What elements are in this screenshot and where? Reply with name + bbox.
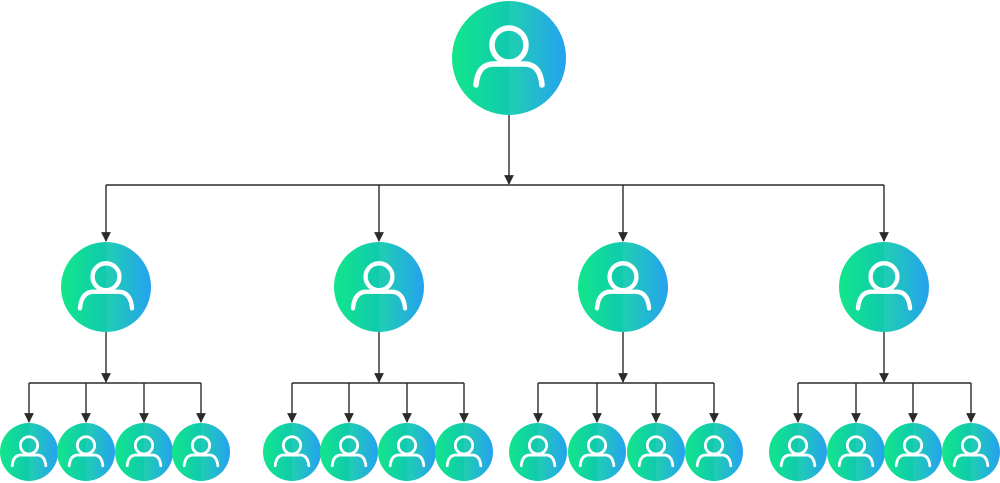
manager-node bbox=[578, 242, 668, 332]
node-shade bbox=[292, 423, 321, 481]
node-circle bbox=[263, 423, 321, 481]
node-shade bbox=[379, 242, 424, 332]
member-node bbox=[115, 423, 173, 481]
user-icon bbox=[125, 435, 163, 468]
node-circle bbox=[378, 423, 436, 481]
root-node bbox=[452, 1, 566, 115]
node-circle bbox=[942, 423, 1000, 481]
node-shade bbox=[464, 423, 493, 481]
node-shade bbox=[656, 423, 685, 481]
user-icon bbox=[594, 261, 652, 311]
user-icon bbox=[519, 435, 557, 468]
node-circle bbox=[578, 242, 668, 332]
member-node bbox=[627, 423, 685, 481]
user-icon bbox=[445, 435, 483, 468]
node-circle bbox=[839, 242, 929, 332]
user-icon bbox=[10, 435, 48, 468]
node-circle bbox=[568, 423, 626, 481]
manager-node bbox=[334, 242, 424, 332]
node-shade bbox=[623, 242, 668, 332]
user-icon bbox=[952, 435, 990, 468]
user-icon bbox=[779, 435, 817, 468]
node-shade bbox=[201, 423, 230, 481]
node-shade bbox=[597, 423, 626, 481]
user-icon bbox=[330, 435, 368, 468]
node-circle bbox=[509, 423, 567, 481]
member-node bbox=[320, 423, 378, 481]
user-icon bbox=[388, 435, 426, 468]
node-circle bbox=[320, 423, 378, 481]
user-icon bbox=[273, 435, 311, 468]
user-icon bbox=[77, 261, 135, 311]
node-shade bbox=[86, 423, 115, 481]
node-shade bbox=[798, 423, 827, 481]
member-node bbox=[0, 423, 58, 481]
user-icon bbox=[637, 435, 675, 468]
node-circle bbox=[334, 242, 424, 332]
member-node bbox=[942, 423, 1000, 481]
node-shade bbox=[538, 423, 567, 481]
member-node bbox=[378, 423, 436, 481]
member-node bbox=[685, 423, 743, 481]
member-node bbox=[568, 423, 626, 481]
node-circle bbox=[435, 423, 493, 481]
node-circle bbox=[827, 423, 885, 481]
node-circle bbox=[627, 423, 685, 481]
node-circle bbox=[57, 423, 115, 481]
user-icon bbox=[695, 435, 733, 468]
member-node bbox=[769, 423, 827, 481]
member-node bbox=[884, 423, 942, 481]
manager-node bbox=[61, 242, 151, 332]
node-circle bbox=[61, 242, 151, 332]
node-circle bbox=[884, 423, 942, 481]
user-icon bbox=[855, 261, 913, 311]
user-icon bbox=[67, 435, 105, 468]
node-shade bbox=[407, 423, 436, 481]
member-node bbox=[435, 423, 493, 481]
node-shade bbox=[856, 423, 885, 481]
user-icon bbox=[578, 435, 616, 468]
manager-node bbox=[839, 242, 929, 332]
node-shade bbox=[349, 423, 378, 481]
node-shade bbox=[509, 1, 566, 115]
user-icon bbox=[182, 435, 220, 468]
node-circle bbox=[115, 423, 173, 481]
node-shade bbox=[106, 242, 151, 332]
node-circle bbox=[685, 423, 743, 481]
connectors-layer bbox=[24, 115, 976, 423]
node-circle bbox=[769, 423, 827, 481]
user-icon bbox=[350, 261, 408, 311]
node-circle bbox=[452, 1, 566, 115]
user-icon bbox=[894, 435, 932, 468]
user-icon bbox=[837, 435, 875, 468]
node-circle bbox=[172, 423, 230, 481]
node-shade bbox=[884, 242, 929, 332]
node-shade bbox=[971, 423, 1000, 481]
user-icon bbox=[473, 25, 545, 88]
node-shade bbox=[144, 423, 173, 481]
node-shade bbox=[913, 423, 942, 481]
node-shade bbox=[29, 423, 58, 481]
member-node bbox=[263, 423, 321, 481]
member-node bbox=[509, 423, 567, 481]
member-node bbox=[172, 423, 230, 481]
member-node bbox=[57, 423, 115, 481]
member-node bbox=[827, 423, 885, 481]
node-circle bbox=[0, 423, 58, 481]
node-shade bbox=[714, 423, 743, 481]
